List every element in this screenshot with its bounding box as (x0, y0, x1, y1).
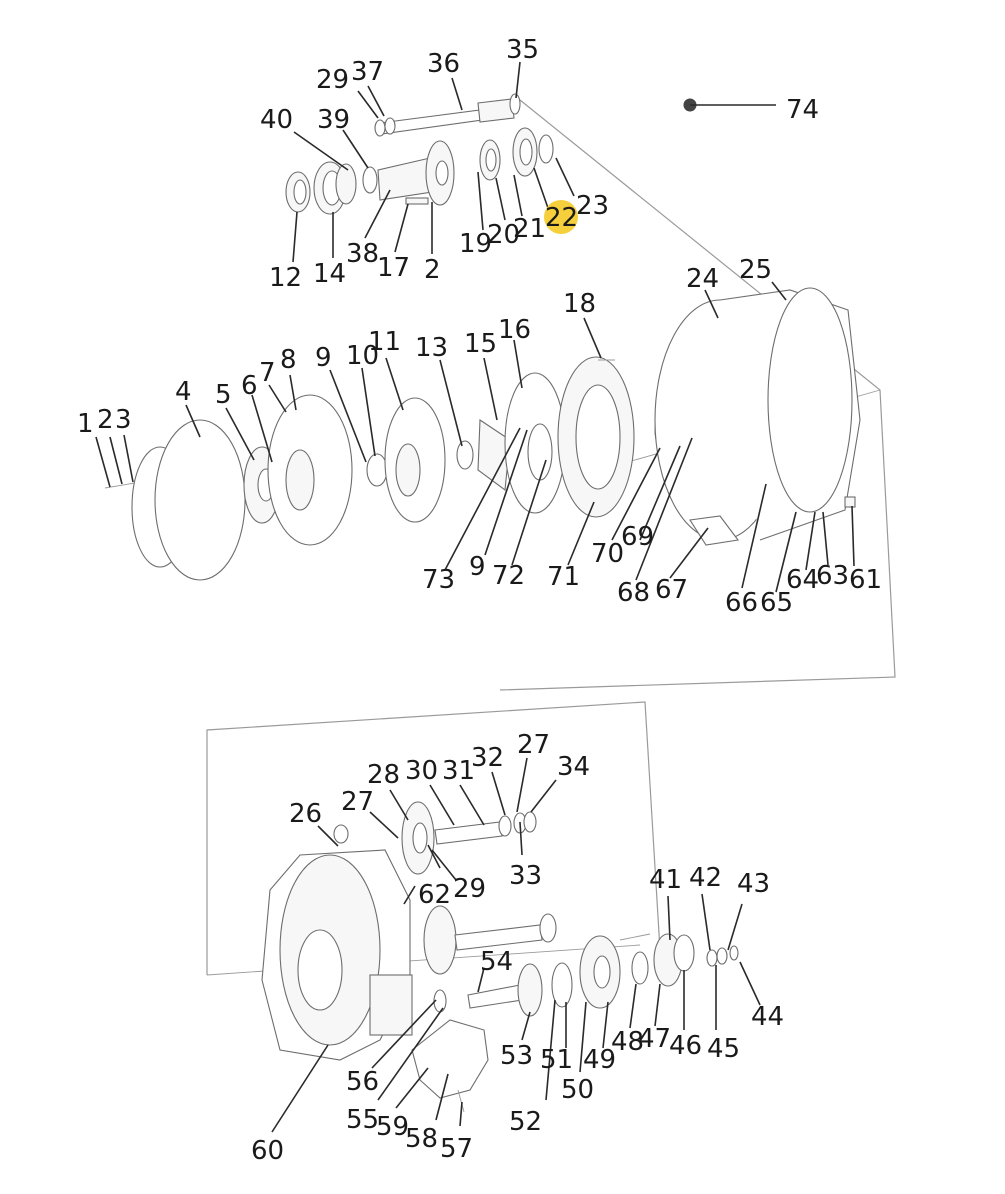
part-label-5[interactable]: 5 (215, 380, 232, 410)
part-label-27-right[interactable]: 27 (517, 730, 550, 760)
shaft-assembly-parts (285, 93, 554, 215)
part-label-37[interactable]: 37 (351, 57, 384, 87)
part-label-70[interactable]: 70 (591, 539, 624, 569)
part-label-10[interactable]: 10 (346, 341, 379, 371)
part-label-14[interactable]: 14 (313, 259, 346, 289)
part-label-24[interactable]: 24 (686, 264, 719, 294)
part-label-16[interactable]: 16 (498, 315, 531, 345)
part-label-3[interactable]: 3 (115, 405, 132, 435)
part-label-17[interactable]: 17 (377, 253, 410, 283)
part-label-56[interactable]: 56 (346, 1067, 379, 1097)
part-label-11[interactable]: 11 (368, 327, 401, 357)
part-label-48[interactable]: 48 (611, 1027, 644, 1057)
part-label-2-top[interactable]: 2 (424, 255, 441, 285)
part-label-53[interactable]: 53 (500, 1041, 533, 1071)
part-label-68[interactable]: 68 (617, 578, 650, 608)
part-label-31[interactable]: 31 (442, 756, 475, 786)
part-label-23[interactable]: 23 (576, 191, 609, 221)
part-label-33[interactable]: 33 (509, 861, 542, 891)
part-label-41[interactable]: 41 (649, 865, 682, 895)
leader-lines (95, 61, 855, 1133)
part-number-labels: 29 37 36 35 74 40 39 12 14 38 17 2 19 20… (77, 35, 882, 1166)
part-label-61[interactable]: 61 (849, 565, 882, 595)
part-label-32[interactable]: 32 (471, 743, 504, 773)
part-label-30[interactable]: 30 (405, 756, 438, 786)
part-label-12[interactable]: 12 (269, 263, 302, 293)
torque-converter-parts (104, 287, 861, 581)
part-label-34[interactable]: 34 (557, 752, 590, 782)
part-label-62[interactable]: 62 (418, 880, 451, 910)
part-label-19[interactable]: 19 (459, 229, 492, 259)
part-label-20[interactable]: 20 (487, 220, 520, 250)
part-label-59[interactable]: 59 (376, 1112, 409, 1142)
part-label-72[interactable]: 72 (492, 561, 525, 591)
part-label-35[interactable]: 35 (506, 35, 539, 65)
part-label-60[interactable]: 60 (251, 1136, 284, 1166)
part-label-52[interactable]: 52 (509, 1107, 542, 1137)
part-label-50[interactable]: 50 (561, 1075, 594, 1105)
part-label-57[interactable]: 57 (440, 1134, 473, 1164)
part-label-65[interactable]: 65 (760, 588, 793, 618)
part-label-74[interactable]: 74 (786, 95, 819, 125)
part-label-45[interactable]: 45 (707, 1034, 740, 1064)
part-label-6[interactable]: 6 (241, 371, 258, 401)
part-label-43[interactable]: 43 (737, 869, 770, 899)
part-label-55[interactable]: 55 (346, 1105, 379, 1135)
part-label-27-left[interactable]: 27 (341, 787, 374, 817)
part-label-73[interactable]: 73 (422, 565, 455, 595)
part-label-22[interactable]: 22 (545, 203, 578, 233)
part-label-25[interactable]: 25 (739, 255, 772, 285)
part-label-71[interactable]: 71 (547, 562, 580, 592)
part-label-39[interactable]: 39 (317, 105, 350, 135)
part-label-8[interactable]: 8 (280, 345, 297, 375)
part-label-28[interactable]: 28 (367, 760, 400, 790)
part-label-44[interactable]: 44 (751, 1002, 784, 1032)
part-label-67[interactable]: 67 (655, 575, 688, 605)
part-label-46[interactable]: 46 (669, 1031, 702, 1061)
part-label-42[interactable]: 42 (689, 863, 722, 893)
part-label-36[interactable]: 36 (427, 49, 460, 79)
part-label-9[interactable]: 9 (315, 343, 332, 373)
part-label-7[interactable]: 7 (259, 358, 276, 388)
part-label-15[interactable]: 15 (464, 329, 497, 359)
gearbox-housing-parts (261, 801, 739, 1113)
part-label-1[interactable]: 1 (77, 409, 94, 439)
part-label-49[interactable]: 49 (583, 1045, 616, 1075)
part-label-40[interactable]: 40 (260, 105, 293, 135)
part-label-9-lower[interactable]: 9 (469, 552, 486, 582)
part-label-69[interactable]: 69 (621, 522, 654, 552)
part-label-47[interactable]: 47 (638, 1024, 671, 1054)
part-label-21[interactable]: 21 (513, 214, 546, 244)
part-label-29-lower[interactable]: 29 (453, 874, 486, 904)
part-label-29[interactable]: 29 (316, 65, 349, 95)
part-label-63[interactable]: 63 (816, 561, 849, 591)
part-label-26[interactable]: 26 (289, 799, 322, 829)
highlight-circle (544, 200, 578, 234)
part-label-4[interactable]: 4 (175, 377, 192, 407)
part-label-2[interactable]: 2 (97, 405, 114, 435)
part-label-13[interactable]: 13 (415, 333, 448, 363)
part-label-64[interactable]: 64 (786, 565, 819, 595)
part-label-38[interactable]: 38 (346, 239, 379, 269)
part-label-18[interactable]: 18 (563, 289, 596, 319)
part-label-51[interactable]: 51 (540, 1045, 573, 1075)
part-label-54[interactable]: 54 (480, 947, 513, 977)
part-label-58[interactable]: 58 (405, 1124, 438, 1154)
part-label-66[interactable]: 66 (725, 588, 758, 618)
